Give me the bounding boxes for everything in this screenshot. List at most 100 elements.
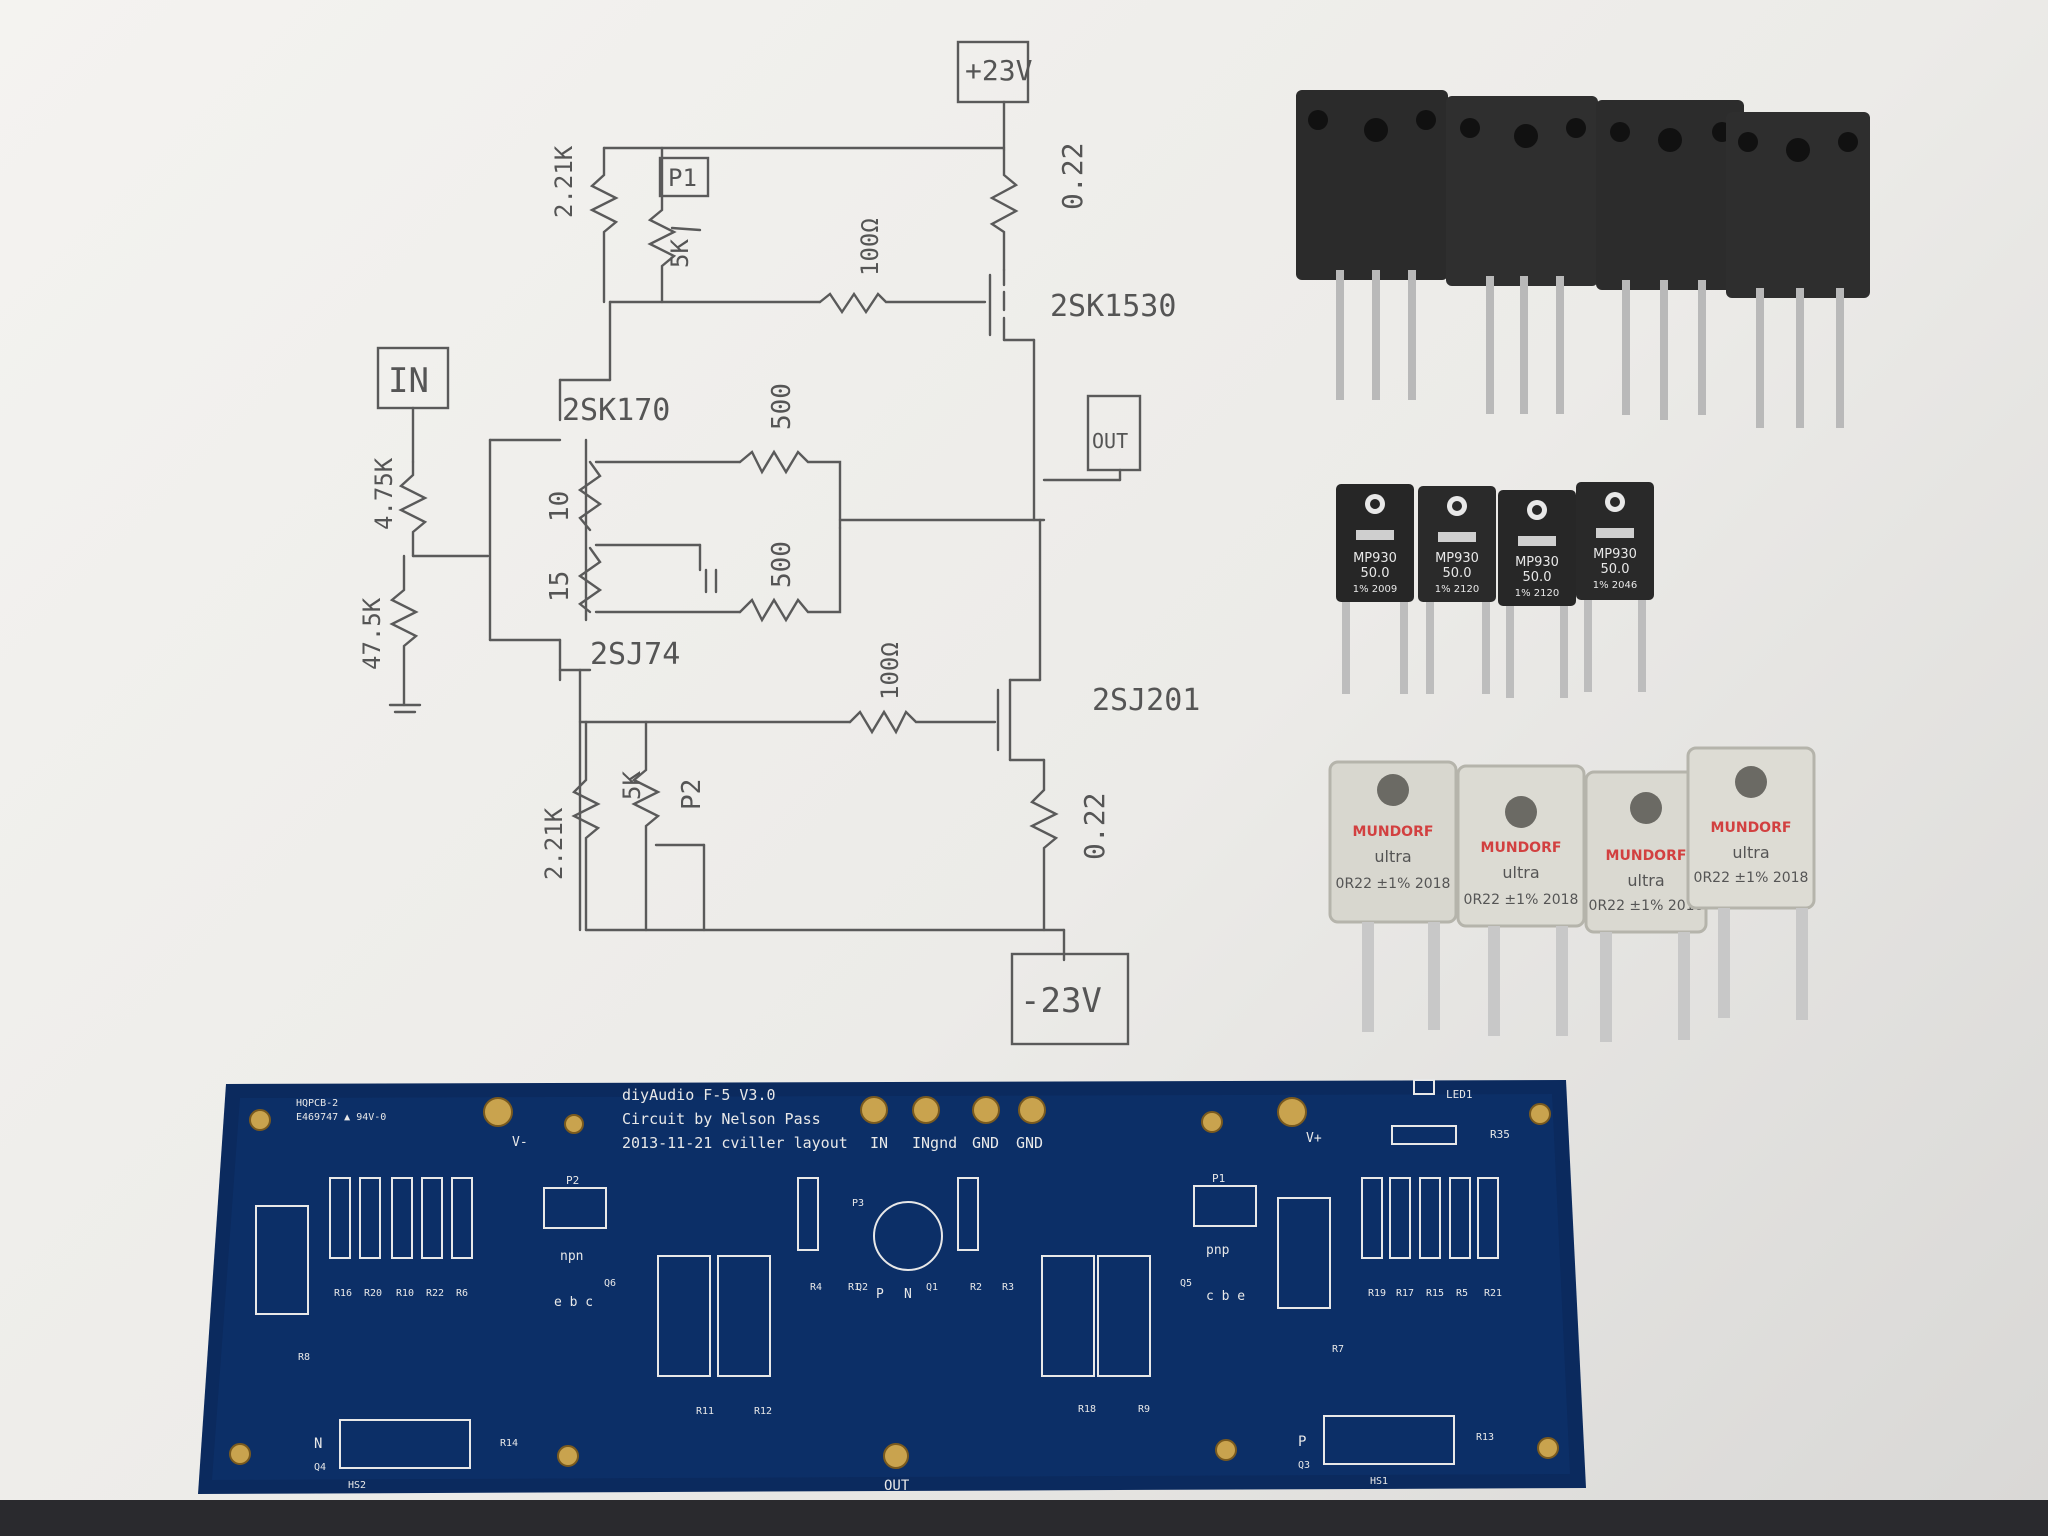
mp930-2: MP930 50.0 1% 2120 bbox=[1418, 486, 1496, 694]
pcb-r-left-3: R10 bbox=[396, 1288, 414, 1299]
label-r221k-bot: 2.21K bbox=[540, 807, 568, 880]
mosfet-1 bbox=[1296, 90, 1448, 400]
label-q-2sk170: 2SK170 bbox=[562, 393, 670, 428]
output-box bbox=[1086, 394, 1142, 472]
label-p1: P1 bbox=[668, 164, 697, 192]
pcb-ul-code: E469747 ▲ 94V-0 bbox=[296, 1112, 386, 1123]
label-p2: P2 bbox=[677, 779, 707, 810]
mundorf-4-value: 0R22 ±1% 2018 bbox=[1694, 870, 1809, 886]
pcb-r1: R1 bbox=[848, 1282, 860, 1293]
pcb-v-minus: V- bbox=[512, 1135, 528, 1150]
pcb-r-left-4: R22 bbox=[426, 1288, 444, 1299]
pcb-q4: Q4 bbox=[314, 1462, 326, 1473]
pcb-r11: R11 bbox=[696, 1406, 714, 1417]
pcb-out: OUT bbox=[884, 1478, 910, 1494]
mundorf-4-brand: MUNDORF bbox=[1711, 820, 1792, 836]
pcb-r13: R13 bbox=[1476, 1432, 1494, 1443]
pcb-q6: Q6 bbox=[604, 1278, 616, 1289]
label-q-2sj201: 2SJ201 bbox=[1092, 683, 1200, 718]
pcb-p2: P2 bbox=[566, 1174, 579, 1187]
label-r022-top: 0.22 bbox=[1056, 143, 1089, 210]
pcb-r18: R18 bbox=[1078, 1404, 1096, 1415]
label-p1-5k: 5K bbox=[666, 239, 694, 268]
supply-pos-box bbox=[956, 40, 1030, 104]
pcb-r-left-2: R20 bbox=[364, 1288, 382, 1299]
mundorf-4: MUNDORF ultra 0R22 ±1% 2018 bbox=[1686, 746, 1816, 1020]
mp930-group: MP930 50.0 1% 2009 MP930 50.0 1% 2120 MP… bbox=[1336, 482, 1654, 698]
mundorf-2: MUNDORF ultra 0R22 ±1% 2018 bbox=[1456, 764, 1586, 1036]
mp930-4-brand: MP930 bbox=[1593, 547, 1637, 562]
pcb-title-1: diyAudio F-5 V3.0 bbox=[622, 1086, 776, 1104]
label-q-2sj74: 2SJ74 bbox=[590, 637, 680, 672]
pcb-pnp-pins: c b e bbox=[1206, 1289, 1245, 1304]
pcb-ul-mark: HQPCB-2 bbox=[296, 1098, 338, 1109]
pcb-board bbox=[198, 1080, 1586, 1494]
mp930-4-value: 50.0 bbox=[1601, 562, 1630, 577]
pcb-r35: R35 bbox=[1490, 1128, 1510, 1141]
pcb-q2: Q2 bbox=[856, 1282, 868, 1293]
pcb-r12: R12 bbox=[754, 1406, 772, 1417]
pcb-labels: diyAudio F-5 V3.0 Circuit by Nelson Pass… bbox=[296, 1086, 1510, 1494]
mundorf-2-brand: MUNDORF bbox=[1481, 840, 1562, 856]
mundorf-1: MUNDORF ultra 0R22 ±1% 2018 bbox=[1328, 760, 1458, 1032]
pcb-v-plus: V+ bbox=[1306, 1131, 1322, 1146]
pcb-q3: Q3 bbox=[1298, 1460, 1310, 1471]
supply-neg-box bbox=[1010, 952, 1130, 1046]
label-output: OUT bbox=[1092, 429, 1128, 453]
pcb-conn-in: IN bbox=[870, 1134, 888, 1152]
mundorf-group: MUNDORF ultra 0R22 ±1% 2018 MUNDORF ultr… bbox=[1328, 746, 1816, 1042]
pcb-r7: R7 bbox=[1332, 1344, 1344, 1355]
mosfet-group bbox=[1296, 90, 1870, 428]
label-r500-b: 500 bbox=[767, 541, 797, 588]
label-supply-pos: +23V bbox=[965, 54, 1033, 87]
mosfet-2 bbox=[1446, 96, 1598, 414]
pcb-p3: P3 bbox=[852, 1198, 864, 1209]
label-r221k-top: 2.21K bbox=[550, 145, 578, 218]
pcb-p1: P1 bbox=[1212, 1172, 1225, 1185]
label-r500-a: 500 bbox=[767, 383, 797, 430]
pcb-conn-gnd-1: GND bbox=[972, 1134, 999, 1152]
pcb-pnp: pnp bbox=[1206, 1243, 1230, 1258]
mp930-3-brand: MP930 bbox=[1515, 555, 1559, 570]
label-r10: 10 bbox=[545, 491, 575, 522]
mp930-4: MP930 50.0 1% 2046 bbox=[1576, 482, 1654, 692]
mp930-1-code: 1% 2009 bbox=[1353, 584, 1398, 595]
mundorf-2-value: 0R22 ±1% 2018 bbox=[1464, 892, 1579, 908]
mundorf-3-line: ultra bbox=[1627, 871, 1664, 890]
label-r475k-b: 47.5K bbox=[358, 597, 386, 670]
pcb-p-center: P bbox=[876, 1287, 884, 1302]
mp930-2-code: 1% 2120 bbox=[1435, 584, 1480, 595]
mundorf-4-line: ultra bbox=[1732, 843, 1769, 862]
label-supply-neg: -23V bbox=[1020, 981, 1102, 1021]
pcb-title-3: 2013-11-21 cviller layout bbox=[622, 1134, 848, 1152]
mp930-3-value: 50.0 bbox=[1523, 570, 1552, 585]
mundorf-3-brand: MUNDORF bbox=[1606, 848, 1687, 864]
pcb-p-right: P bbox=[1298, 1434, 1306, 1450]
mp930-4-code: 1% 2046 bbox=[1593, 580, 1638, 591]
pcb-r14: R14 bbox=[500, 1438, 518, 1449]
pcb-r-right-4: R5 bbox=[1456, 1288, 1468, 1299]
pcb-r-left-1: R16 bbox=[334, 1288, 352, 1299]
mosfet-4 bbox=[1726, 112, 1870, 428]
mundorf-1-brand: MUNDORF bbox=[1353, 824, 1434, 840]
schematic bbox=[376, 40, 1142, 1046]
mp930-1-brand: MP930 bbox=[1353, 551, 1397, 566]
pcb-silk bbox=[255, 1079, 1499, 1469]
pcb-n-left: N bbox=[314, 1436, 322, 1452]
pcb-r-right-3: R15 bbox=[1426, 1288, 1444, 1299]
label-q-2sk1530: 2SK1530 bbox=[1050, 289, 1176, 324]
pcb-conn-ingnd: INgnd bbox=[912, 1134, 957, 1152]
pcb-r2: R2 bbox=[970, 1282, 982, 1293]
pcb-r-right-5: R21 bbox=[1484, 1288, 1502, 1299]
mp930-3: MP930 50.0 1% 2120 bbox=[1498, 490, 1576, 698]
mp930-2-value: 50.0 bbox=[1443, 566, 1472, 581]
label-r100-top: 100Ω bbox=[856, 218, 884, 276]
label-p2-5k: 5K bbox=[618, 771, 646, 800]
pcb-npn-pins: e b c bbox=[554, 1295, 593, 1310]
pcb-led: LED1 bbox=[1446, 1088, 1473, 1101]
pcb-r9: R9 bbox=[1138, 1404, 1150, 1415]
label-r022-bot: 0.22 bbox=[1078, 793, 1111, 860]
label-r475k-a: 4.75K bbox=[370, 457, 398, 530]
